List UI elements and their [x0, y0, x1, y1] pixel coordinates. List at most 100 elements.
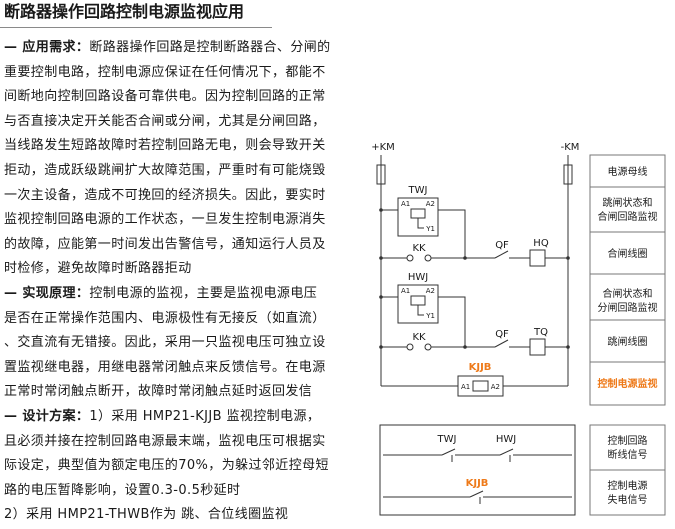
function-label-close-circuit-monitor: 合闸回路监视: [598, 210, 658, 223]
junction-dot: [566, 256, 570, 260]
hwj-a1-terminal: A1: [401, 287, 410, 295]
body-line: 与否直接决定开关能否合闸或分闸，尤其是分闸回路，: [4, 113, 326, 129]
junction-dot: [379, 208, 383, 212]
body-line: 时检修，避免故障时断路器拒动: [4, 261, 192, 277]
positive-fuse: [376, 164, 386, 185]
body-text: 控制电源的监视，主要是监视电源电压: [89, 285, 318, 301]
function-cell: [589, 231, 666, 275]
kjjb-coil: [472, 380, 489, 392]
body-line: 际设定，典型值为额定电压的70%，为躲过邻近控母短: [4, 458, 329, 474]
body-line: 的故障，应能第一时间发出告警信号，通知运行人员及: [4, 236, 326, 252]
kjjb-nc-contact: [469, 490, 484, 498]
function-label-close-status: 合闸状态和: [603, 287, 653, 300]
kjjb-a2-terminal: A2: [491, 383, 500, 391]
qf-auxiliary-contact: [494, 250, 509, 259]
function-cell: [589, 273, 666, 321]
function-label-trip-circuit-monitor: 分闸回路监视: [598, 301, 658, 314]
twj-a1-terminal: A1: [401, 200, 410, 208]
body-line: 置监视继电器，用继电器常闭触点来反馈信号。在电源: [4, 359, 326, 375]
body-line: 、交直流有无错接。因此，采用一只监视电压可独立设: [4, 335, 326, 351]
hwj-label: HWJ: [408, 272, 428, 283]
junction-dot: [379, 345, 383, 349]
tripping-rung: KK QF TQ: [381, 327, 568, 356]
positive-bus-label: +KM: [371, 142, 395, 153]
twj-signal-label: TWJ: [437, 434, 457, 445]
hwj-a2-terminal: A2: [426, 287, 435, 295]
section-lead-requirement: — 应用需求：: [4, 40, 90, 55]
signal-label-circuit-break-signal: 断线信号: [608, 448, 648, 461]
kjjb-a1-terminal: A1: [461, 383, 470, 391]
tq-coil-label: TQ: [533, 327, 548, 338]
kk-contact-terminal: [406, 343, 414, 351]
negative-bus-label: -KM: [561, 142, 580, 153]
kk-contact-terminal: [424, 254, 432, 262]
signal-contacts: TWJ HWJ KJJB: [379, 424, 576, 516]
twj-a2-terminal: A2: [426, 200, 435, 208]
negative-fuse: [563, 164, 573, 185]
qf-auxiliary-contact: [494, 339, 509, 348]
body-line: 重要控制电路，控制电源应保证在任何情况下，都能不: [4, 64, 326, 80]
junction-dot: [463, 256, 467, 260]
body-line: 路的电压暂降影响，设置0.3-0.5秒延时: [4, 482, 241, 498]
body-text: 断路器操作回路是控制断路器合、分闸的: [89, 40, 331, 55]
body-line: — 实现原理：控制电源的监视，主要是监视电源电压: [4, 282, 349, 307]
section-lead-principle: — 实现原理：: [4, 285, 90, 301]
closing-rung: KK QF HQ: [381, 238, 568, 267]
kk-contact-terminal: [406, 254, 414, 262]
page-title: 断路器操作回路控制电源监视应用: [4, 2, 245, 21]
body-line: 且必须并接在控制回路电源最末端，监视电压可根据实: [4, 433, 326, 449]
closing-coil: [529, 249, 546, 267]
body-line: 间断地向控制回路设备可靠供电。因为控制回路的正常: [4, 89, 326, 105]
kjjb-label: KJJB: [469, 362, 492, 373]
signal-contacts-box: [379, 424, 576, 516]
junction-dot: [566, 345, 570, 349]
body-line: — 设计方案：1）采用 HMP21-KJJB 监视控制电源，: [4, 405, 349, 430]
title-underline: [0, 27, 272, 28]
junction-dot: [379, 295, 383, 299]
kk-switch-label: KK: [412, 243, 426, 254]
body-text: 1）采用 HMP21-KJJB 监视控制电源，: [89, 408, 321, 424]
twj-internal-contact: [417, 218, 424, 229]
hwj-output-wire: [438, 296, 466, 347]
signal-label-power-loss-signal: 失电信号: [608, 493, 648, 506]
hwj-internal-contact: [417, 305, 424, 316]
body-line: 一次主设备，造成不可挽回的经济损失。因此，要实时: [4, 187, 326, 203]
function-label-control-power-monitor: 控制电源监视: [598, 377, 658, 390]
qf-label: QF: [495, 329, 509, 340]
function-label-table: 电源母线 跳闸状态和 合闸回路监视 合闸线圈 合闸状态和 分闸回路监视 跳闸线圈…: [589, 154, 666, 406]
signal-cell: [589, 424, 666, 471]
body-line: 当线路发生短路故障时若控制回路无电，则会导致开关: [4, 138, 326, 154]
body-line: 正常时常闭触点断开，故障时常闭触点延时返回发信: [4, 384, 313, 400]
twj-output-wire: [438, 209, 466, 258]
function-label-tripping-coil: 跳闸线圈: [608, 335, 648, 348]
kk-switch-label: KK: [412, 332, 426, 343]
signal-label-control-power: 控制电源: [608, 479, 648, 492]
kjjb-signal-label: KJJB: [466, 478, 489, 489]
body-text-column: — 应用需求：断路器操作回路是控制断路器合、分闸的 重要控制电路，控制电源应保证…: [4, 36, 349, 528]
junction-dots: [379, 208, 570, 349]
body-line: 是否在正常操作范围内、电源极性有无接反（如直流）: [4, 310, 326, 326]
hwj-nc-contact: [499, 448, 514, 456]
signal-cell: [589, 469, 666, 516]
twj-y1-terminal: Y1: [425, 225, 435, 233]
function-label-closing-coil: 合闸线圈: [608, 247, 648, 260]
hq-coil-label: HQ: [533, 238, 549, 249]
body-line: — 应用需求：断路器操作回路是控制断路器合、分闸的: [4, 36, 349, 61]
hwj-relay: HWJ A1 A2 Y1: [381, 272, 466, 347]
hwj-relay-box: [397, 284, 439, 324]
function-label-trip-status: 跳闸状态和: [603, 196, 653, 209]
twj-nc-contact: [441, 448, 456, 456]
hwj-signal-label: HWJ: [496, 434, 516, 445]
kk-contact-terminal: [424, 343, 432, 351]
body-line: 监视控制回路电源的工作状态，一旦发生控制电源消失: [4, 212, 326, 228]
tripping-coil: [529, 338, 546, 356]
signal-label-table: 控制回路 断线信号 控制电源 失电信号: [589, 424, 666, 516]
function-cell: [589, 186, 666, 233]
kjjb-relay: KJJB A1 A2: [381, 362, 568, 397]
twj-label: TWJ: [408, 185, 428, 196]
twj-relay-box: [397, 197, 439, 237]
hwj-y1-terminal: Y1: [425, 312, 435, 320]
twj-relay: TWJ A1 A2 Y1: [381, 185, 466, 258]
function-cell: [589, 361, 666, 406]
